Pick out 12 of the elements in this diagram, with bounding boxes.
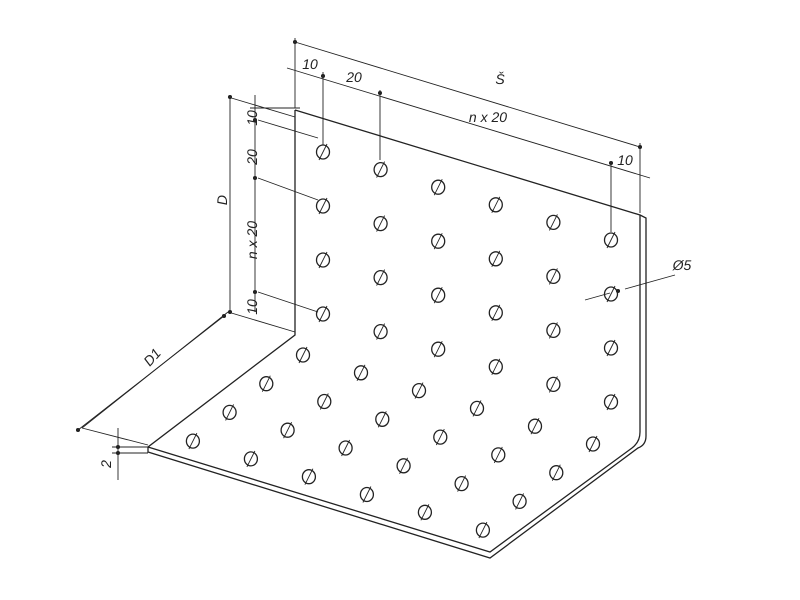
dimension-label: 10: [245, 299, 259, 315]
dimension-label: 10: [617, 153, 633, 167]
dimension-label: Š: [495, 72, 505, 86]
dimension-label: 10: [302, 57, 318, 71]
dimension-label: D: [215, 194, 229, 206]
dimension-label: Ø5: [672, 258, 692, 272]
dimension-label: 2: [99, 460, 113, 468]
dimension-label: n x 20: [245, 220, 259, 260]
dimension-label: 20: [245, 149, 259, 165]
dimension-label: D1: [140, 346, 164, 368]
dimension-label: 20: [346, 70, 362, 84]
dimension-label: n x 20: [468, 110, 508, 124]
